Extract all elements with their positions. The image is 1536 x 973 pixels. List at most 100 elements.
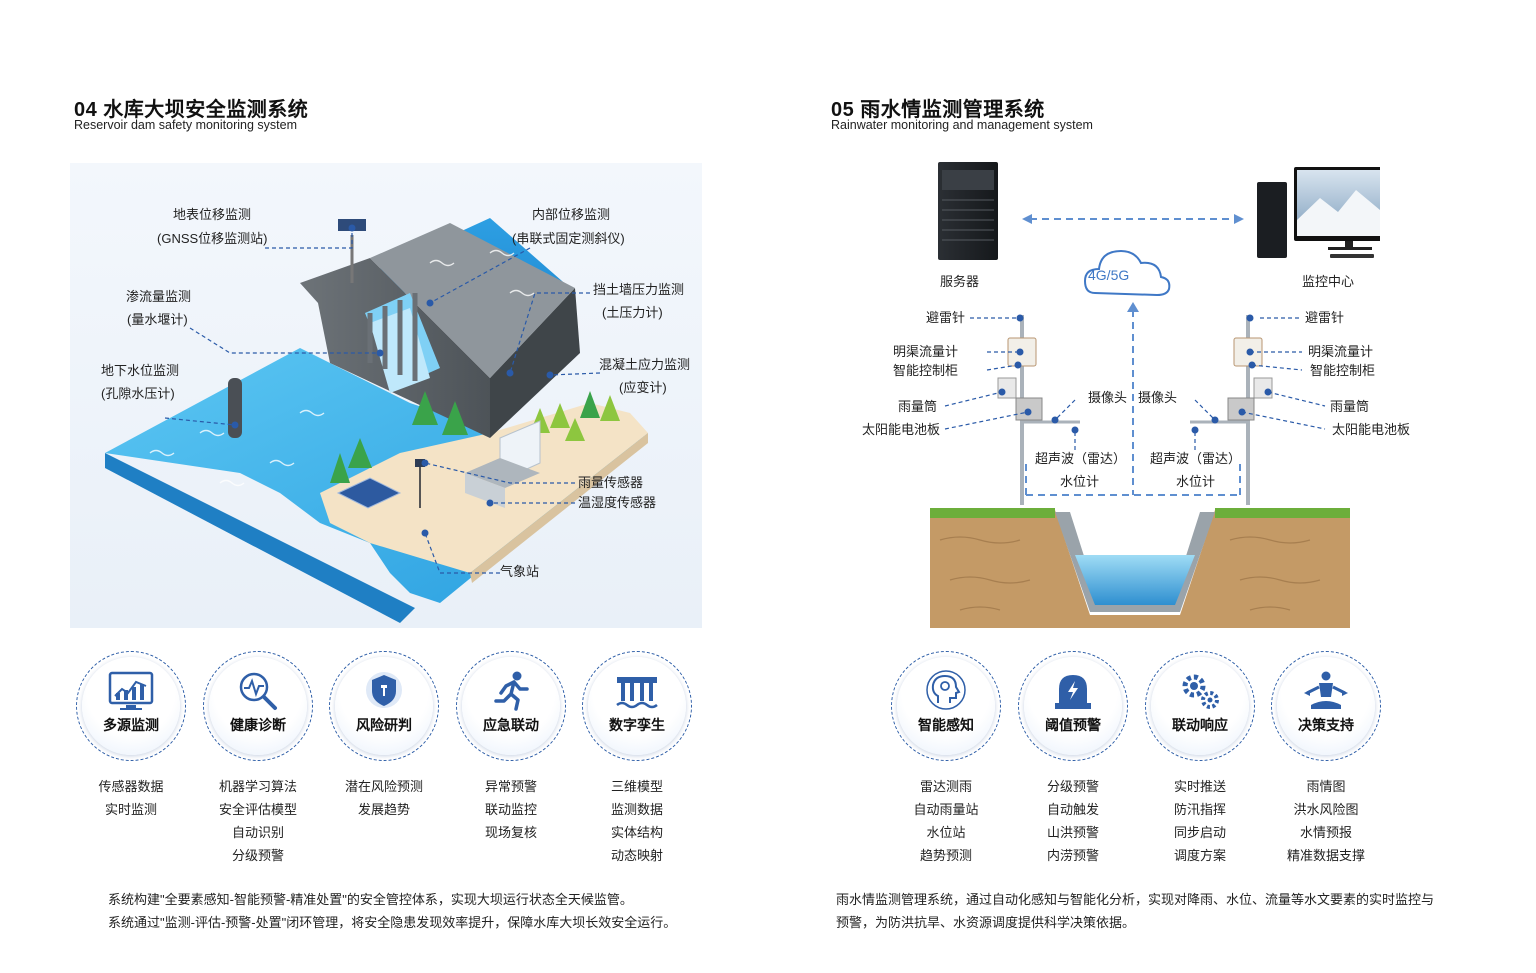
left-section-subtitle: Reservoir dam safety monitoring system (74, 118, 297, 132)
feature-name: 健康诊断 (230, 717, 286, 733)
list-item: 水位站 (926, 825, 966, 840)
left-section-title: 04 水库大坝安全监测系统 (74, 99, 309, 121)
list-item: 雷达测雨 (919, 779, 972, 794)
list-item: 传感器数据 (98, 779, 164, 794)
list-item: 实时推送 (1173, 779, 1226, 794)
list-item: 水情预报 (1299, 825, 1352, 840)
shield-icon (366, 672, 402, 708)
list-item: 现场复核 (484, 825, 537, 840)
feature-list-emergency: 异常预警 联动监控 现场复核 (456, 775, 566, 844)
feature-digital-twin: 数字孪生 (582, 651, 692, 761)
feature-decision-support: 决策支持 (1271, 651, 1381, 761)
description-line: 预警，为防洪抗旱、水资源调度提供科学决策依据。 (836, 915, 1136, 930)
alarm-light-icon (1055, 675, 1091, 709)
label-monitor-center: 监控中心 (1302, 274, 1355, 289)
feature-name: 数字孪生 (609, 717, 665, 733)
list-item: 自动识别 (231, 825, 284, 840)
list-item: 精准数据支撑 (1286, 848, 1365, 863)
right-section-subtitle: Rainwater monitoring and management syst… (831, 118, 1093, 132)
list-item: 异常预警 (484, 779, 537, 794)
label-control-cabinet-right: 智能控制柜 (1310, 363, 1376, 378)
dam-scene-graphic (70, 163, 702, 628)
list-item: 同步启动 (1173, 825, 1226, 840)
label-camera-right: 摄像头 (1138, 390, 1178, 405)
list-item: 内涝预警 (1046, 848, 1099, 863)
label-water-level-meter-left: 水位计 (1060, 474, 1100, 489)
network-cloud-label: 4G/5G (1088, 267, 1130, 283)
right-section-title: 05 雨水情监测管理系统 (831, 99, 1045, 121)
feature-list-threshold: 分级预警 自动触发 山洪预警 内涝预警 (1018, 775, 1128, 867)
feature-list-risk: 潜在风险预测 发展趋势 (329, 775, 439, 821)
label-inner-displacement: 内部位移监测 (532, 207, 611, 222)
list-item: 防汛指挥 (1173, 802, 1226, 817)
label-camera-left: 摄像头 (1088, 390, 1128, 405)
feature-list-decision: 雨情图 洪水风险图 水情预报 精准数据支撑 (1271, 775, 1381, 867)
label-gnss: 地表位移监测 (173, 207, 252, 222)
decision-person-icon (1304, 671, 1348, 709)
feature-list-multi-source: 传感器数据 实时监测 (76, 775, 186, 821)
list-item: 分级预警 (1046, 779, 1099, 794)
label-flow-meter-left: 明渠流量计 (893, 344, 959, 359)
feature-name: 阈值预警 (1045, 717, 1101, 733)
label-lightning-rod-right: 避雷针 (1305, 310, 1345, 325)
feature-risk-assessment: 风险研判 (329, 651, 439, 761)
label-ultrasonic-left: 超声波（雷达） (1035, 451, 1127, 466)
right-description: 雨水情监测管理系统，通过自动化感知与智能化分析，实现对降雨、水位、流量等水文要素… (836, 888, 1476, 934)
list-item: 实体结构 (610, 825, 663, 840)
label-rain-gauge-right: 雨量筒 (1330, 399, 1370, 414)
gears-icon (1182, 674, 1219, 709)
feature-list-digital-twin: 三维模型 监测数据 实体结构 动态映射 (582, 775, 692, 867)
list-item: 动态映射 (610, 848, 663, 863)
feature-name: 多源监测 (103, 717, 159, 733)
feature-name: 智能感知 (918, 717, 974, 733)
dam-icon (616, 677, 658, 709)
label-concrete-stress-sub: (应变计) (619, 380, 667, 395)
label-weather-station: 气象站 (500, 564, 540, 579)
feature-linkage-response: 联动响应 (1145, 651, 1255, 761)
list-item: 洪水风险图 (1293, 802, 1359, 817)
list-item: 趋势预测 (919, 848, 972, 863)
label-temp-humidity-sensor: 温湿度传感器 (578, 495, 657, 510)
description-line: 系统构建"全要素感知-智能预警-精准处置"的安全管控体系，实现大坝运行状态全天候… (108, 892, 633, 907)
list-item: 安全评估模型 (218, 802, 297, 817)
monitor-chart-icon (108, 671, 154, 710)
label-groundwater-sub: (孔隙水压计) (101, 386, 175, 401)
list-item: 自动雨量站 (913, 802, 979, 817)
rainwater-scene-graphic (930, 162, 1404, 628)
label-inner-displacement-sub: (串联式固定测斜仪) (512, 231, 625, 246)
feature-name: 应急联动 (483, 717, 539, 733)
label-ultrasonic-right: 超声波（雷达） (1150, 451, 1242, 466)
feature-name: 决策支持 (1298, 717, 1354, 733)
magnifier-pulse-icon (239, 672, 277, 710)
label-wall-pressure: 挡土墙压力监测 (593, 282, 685, 297)
ai-head-icon (926, 670, 966, 710)
label-lightning-rod-left: 避雷针 (926, 310, 966, 325)
feature-emergency-linkage: 应急联动 (456, 651, 566, 761)
feature-list-linkage: 实时推送 防汛指挥 同步启动 调度方案 (1145, 775, 1255, 867)
feature-name: 风险研判 (356, 717, 412, 733)
label-concrete-stress: 混凝土应力监测 (599, 357, 691, 372)
feature-list-sensing: 雷达测雨 自动雨量站 水位站 趋势预测 (891, 775, 1001, 867)
feature-list-health: 机器学习算法 安全评估模型 自动识别 分级预警 (203, 775, 313, 867)
label-gnss-sub: (GNSS位移监测站) (157, 231, 268, 246)
description-line: 雨水情监测管理系统，通过自动化感知与智能化分析，实现对降雨、水位、流量等水文要素… (836, 892, 1435, 907)
left-description: 系统构建"全要素感知-智能预警-精准处置"的安全管控体系，实现大坝运行状态全天候… (108, 888, 708, 934)
label-control-cabinet-left: 智能控制柜 (893, 363, 959, 378)
list-item: 分级预警 (231, 848, 284, 863)
list-item: 潜在风险预测 (344, 779, 423, 794)
list-item: 机器学习算法 (218, 779, 297, 794)
label-water-level-meter-right: 水位计 (1176, 474, 1216, 489)
running-person-icon (494, 671, 529, 711)
label-seepage: 渗流量监测 (126, 289, 192, 304)
feature-threshold-alert: 阈值预警 (1018, 651, 1128, 761)
feature-name: 联动响应 (1172, 717, 1228, 733)
dam-illustration: 地表位移监测 (GNSS位移监测站) 内部位移监测 (串联式固定测斜仪) 渗流量… (70, 163, 702, 628)
description-line: 系统通过"监测-评估-预警-处置"闭环管理，将安全隐患发现效率提升，保障水库大坝… (108, 915, 677, 930)
label-wall-pressure-sub: (土压力计) (602, 305, 663, 320)
list-item: 雨情图 (1306, 779, 1346, 794)
label-solar-panel-right: 太阳能电池板 (1332, 422, 1411, 437)
label-solar-panel-left: 太阳能电池板 (862, 422, 941, 437)
feature-multi-source-monitoring: 多源监测 (76, 651, 186, 761)
list-item: 实时监测 (104, 802, 157, 817)
label-seepage-sub: (量水堰计) (127, 312, 188, 327)
